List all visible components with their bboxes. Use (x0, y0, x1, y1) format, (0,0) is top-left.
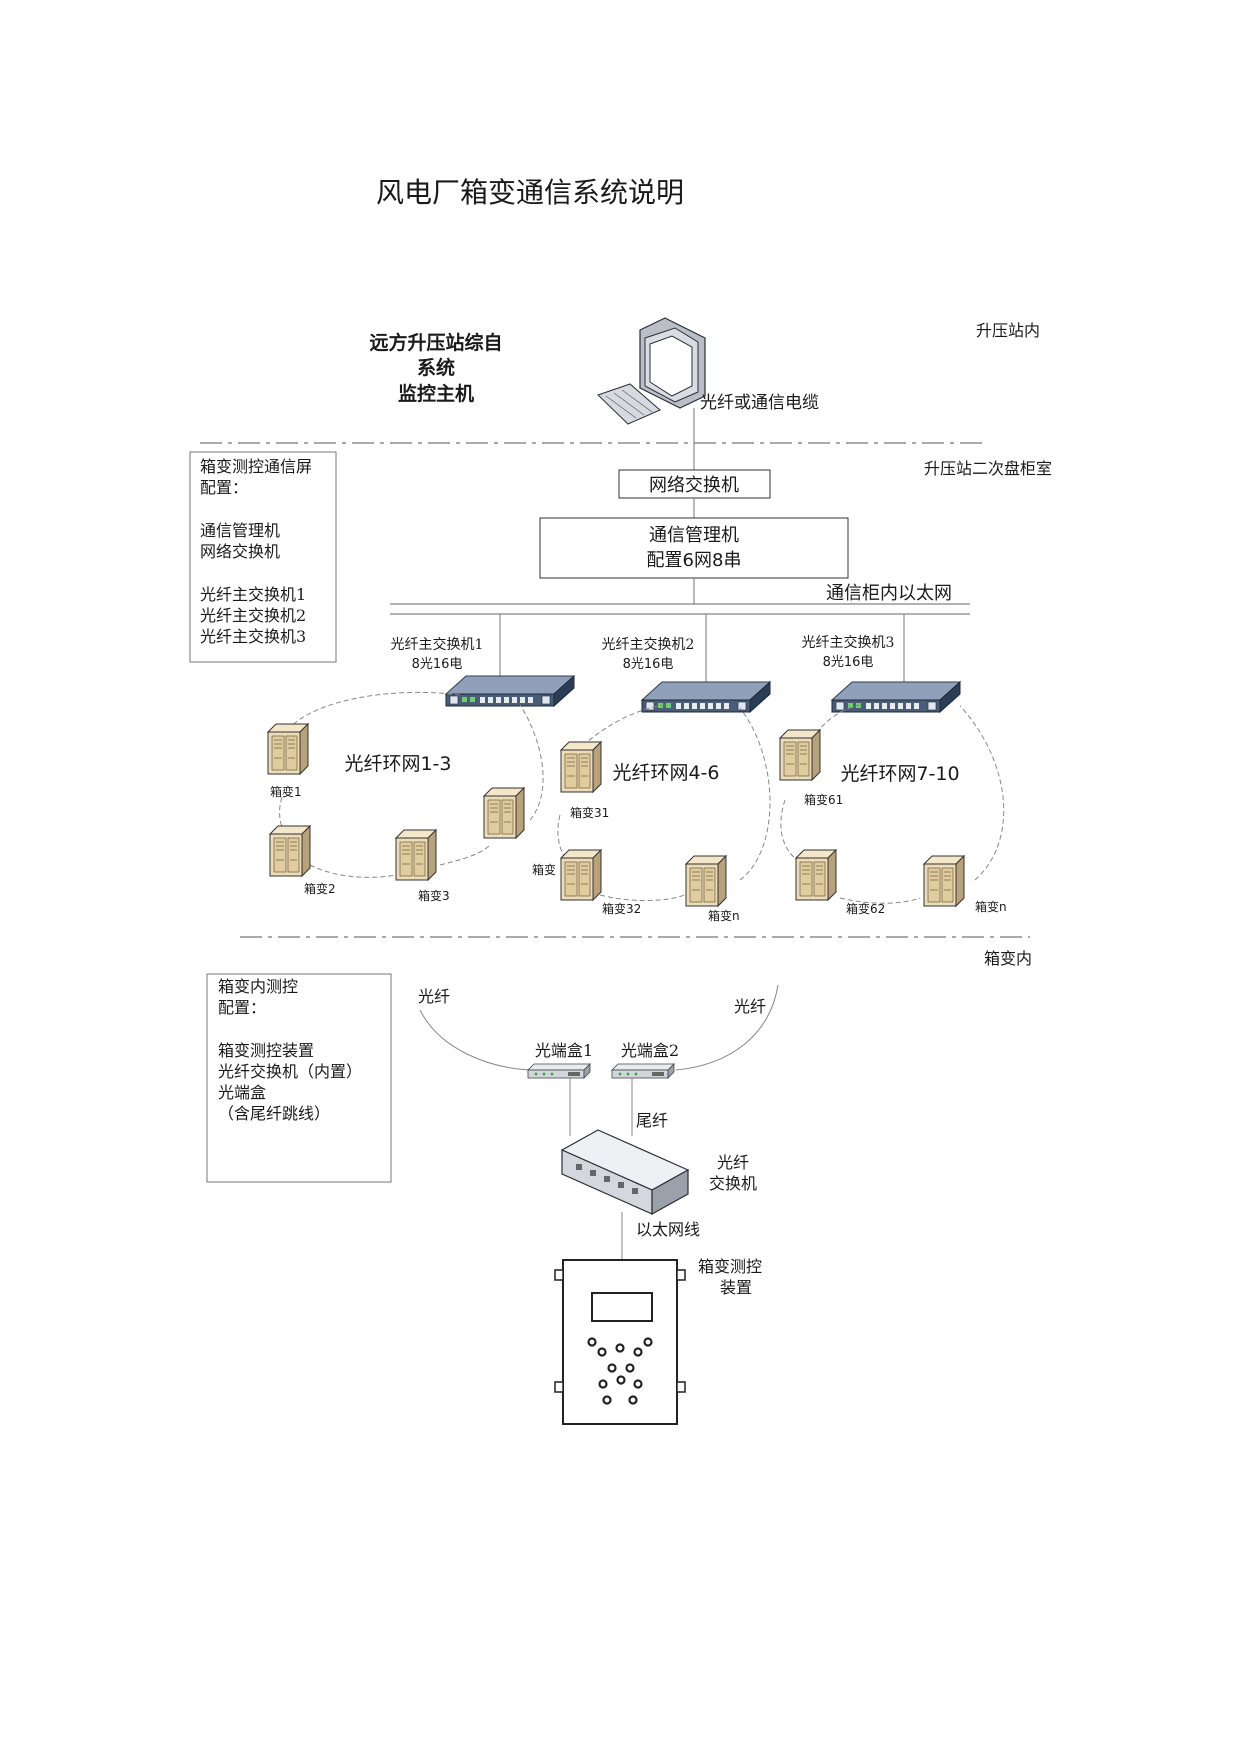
ring3-segment-c (839, 897, 921, 904)
ring2-segment-d (739, 707, 771, 881)
box-label-n2: 箱变n (975, 899, 1007, 914)
fiber-switch-label-2: 交换机 (709, 1174, 757, 1193)
box-label-2: 箱变2 (304, 881, 336, 896)
ring3-segment-d (959, 705, 1005, 881)
computer-icon (597, 317, 706, 425)
config-panel-1 (189, 451, 337, 663)
box-label-62: 箱变62 (846, 901, 885, 916)
zone-label-substation: 升压站内 (976, 321, 1040, 340)
main-switch-3-name: 光纤主交换机3 (802, 634, 895, 651)
ring1-segment-e (519, 704, 544, 821)
comm-manager-box (539, 517, 849, 579)
box-transformer-3-icon (395, 829, 437, 881)
ring-2-label: 光纤环网4-6 (612, 762, 719, 784)
main-switch-2-icon (641, 681, 771, 713)
fiber-right-curve (675, 984, 779, 1071)
main-switch-1-icon (445, 675, 575, 707)
comm-manager-line1: 通信管理机 (649, 525, 739, 546)
pigtail-label: 尾纤 (636, 1111, 668, 1130)
fiber-switch-label-1: 光纤 (717, 1153, 749, 1172)
zone-label-secondary-room: 升压站二次盘柜室 (924, 459, 1052, 478)
panel1-line-0: 箱变测控通信屏 (200, 457, 312, 476)
ring1-segment-a (284, 691, 461, 736)
box-transformer-2-icon (269, 825, 311, 877)
zone-label-box-inside: 箱变内 (984, 949, 1032, 968)
ring-1-label: 光纤环网1-3 (344, 753, 451, 775)
box-transformer-n2-icon (923, 855, 965, 907)
config-panel-2 (206, 973, 392, 1183)
panel2-line-1: 配置： (218, 998, 266, 1017)
ring3-segment-b (780, 799, 796, 859)
box-label-61: 箱变61 (804, 792, 843, 807)
panel2-line-6: （含尾纤跳线） (218, 1104, 330, 1123)
ring2-segment-c (599, 891, 691, 902)
main-switch-2-name: 光纤主交换机2 (602, 636, 695, 653)
panel2-line-0: 箱变内测控 (218, 977, 298, 996)
main-switch-2-ports: 8光16电 (623, 657, 674, 672)
odf-2-label: 光端盒2 (621, 1041, 679, 1060)
box-transformer-32-icon (560, 849, 602, 901)
fiber-switch-icon (560, 1129, 690, 1216)
panel1-line-6: 光纤主交换机1 (200, 585, 306, 604)
box-label-3: 箱变3 (418, 888, 450, 903)
ring1-segment-d (439, 844, 491, 866)
network-switch-label: 网络交换机 (649, 475, 739, 496)
control-device-icon (554, 1259, 686, 1425)
panel2-line-5: 光端盒 (218, 1083, 266, 1102)
fiber-left-label: 光纤 (418, 987, 450, 1006)
odf-1-icon (527, 1063, 591, 1079)
box-label-mid: 箱变 (532, 862, 556, 877)
box-transformer-extra-icon (483, 787, 525, 839)
panel2-line-4: 光纤交换机（内置） (218, 1062, 362, 1081)
box-transformer-n1-icon (685, 855, 727, 907)
box-transformer-1-icon (267, 723, 309, 775)
box-label-32: 箱变32 (602, 901, 641, 916)
panel1-line-3: 通信管理机 (200, 521, 280, 540)
ring2-segment-b (557, 814, 566, 859)
ring-3-label: 光纤环网7-10 (840, 763, 959, 785)
comm-manager-line2: 配置6网8串 (647, 550, 742, 571)
page-title: 风电厂箱变通信系统说明 (376, 176, 684, 209)
panel1-line-7: 光纤主交换机2 (200, 606, 306, 625)
fiber-left-curve (419, 1009, 531, 1071)
fiber-right-label: 光纤 (734, 997, 766, 1016)
panel1-line-8: 光纤主交换机3 (200, 627, 306, 646)
panel1-line-1: 配置： (200, 478, 248, 497)
box-transformer-61-icon (779, 729, 821, 781)
ethernet-bus-label: 通信柜内以太网 (826, 583, 952, 604)
host-label-line3: 监控主机 (398, 382, 474, 405)
cable-label: 光纤或通信电缆 (700, 393, 819, 413)
ethernet-cable-label: 以太网线 (636, 1220, 700, 1239)
panel2-line-3: 箱变测控装置 (218, 1041, 314, 1060)
odf-2-icon (611, 1063, 675, 1079)
main-switch-1-ports: 8光16电 (412, 657, 463, 672)
box-label-31: 箱变31 (570, 805, 609, 820)
ring1-segment-c (309, 864, 411, 878)
box-transformer-62-icon (795, 849, 837, 901)
ring3-segment-a (809, 704, 861, 746)
host-label-line1: 远方升压站综自 (369, 331, 502, 354)
main-switch-1-name: 光纤主交换机1 (391, 636, 484, 653)
device-label-1: 箱变测控 (698, 1257, 762, 1276)
panel1-line-4: 网络交换机 (200, 542, 280, 561)
main-switch-3-ports: 8光16电 (823, 655, 874, 670)
box-transformer-31-icon (560, 741, 602, 793)
box-label-1: 箱变1 (270, 784, 302, 799)
odf-1-label: 光端盒1 (535, 1041, 593, 1060)
host-label-line2: 系统 (417, 356, 455, 379)
box-label-n1: 箱变n (708, 908, 740, 923)
device-label-2: 装置 (720, 1278, 752, 1297)
